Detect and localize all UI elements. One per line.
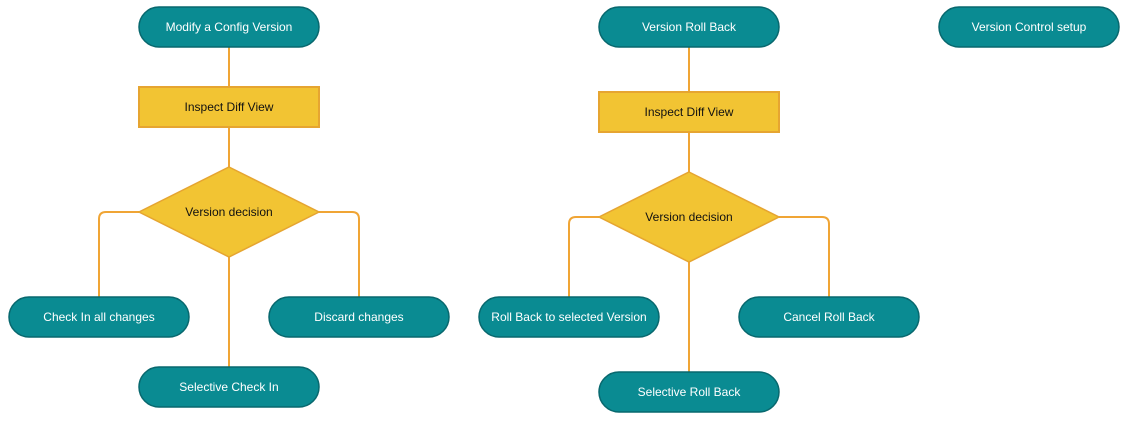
node-inspect-diff-view-2[interactable]: Inspect Diff View	[598, 91, 780, 133]
svg-text:Version Control setup: Version Control setup	[972, 20, 1087, 34]
node-version-decision-2[interactable]: Version decision	[597, 171, 781, 263]
node-version-decision[interactable]: Version decision	[137, 166, 321, 258]
svg-text:Inspect Diff View: Inspect Diff View	[645, 105, 734, 119]
svg-text:Selective Check In: Selective Check In	[179, 380, 278, 394]
node-discard-changes[interactable]: Discard changes	[268, 296, 450, 338]
svg-text:Version decision: Version decision	[185, 205, 272, 219]
node-modify-config-version[interactable]: Modify a Config Version	[138, 6, 320, 48]
svg-text:Modify a Config Version: Modify a Config Version	[166, 20, 293, 34]
node-check-in-all-changes[interactable]: Check In all changes	[8, 296, 190, 338]
connector-decision-to-rollback-selected	[568, 216, 599, 297]
node-version-control-setup[interactable]: Version Control setup	[938, 6, 1120, 48]
svg-text:Discard changes: Discard changes	[314, 310, 403, 324]
node-inspect-diff-view[interactable]: Inspect Diff View	[138, 86, 320, 128]
node-selective-check-in[interactable]: Selective Check In	[138, 366, 320, 408]
svg-text:Check In all changes: Check In all changes	[43, 310, 154, 324]
node-cancel-roll-back[interactable]: Cancel Roll Back	[738, 296, 920, 338]
connector-decision-to-discard	[319, 211, 360, 297]
connector-decision-to-cancel-rollback	[779, 216, 830, 297]
svg-text:Version decision: Version decision	[645, 210, 732, 224]
node-version-roll-back[interactable]: Version Roll Back	[598, 6, 780, 48]
svg-text:Selective Roll Back: Selective Roll Back	[638, 385, 742, 399]
svg-text:Inspect Diff View: Inspect Diff View	[185, 100, 274, 114]
connectors-middle-flow	[568, 47, 830, 372]
node-selective-roll-back[interactable]: Selective Roll Back	[598, 371, 780, 413]
connector-decision-to-check-in-all	[98, 211, 139, 297]
connectors-left-flow	[98, 47, 360, 367]
svg-text:Version Roll Back: Version Roll Back	[642, 20, 737, 34]
svg-text:Cancel Roll Back: Cancel Roll Back	[783, 310, 875, 324]
node-roll-back-to-selected-version[interactable]: Roll Back to selected Version	[478, 296, 660, 338]
svg-text:Roll Back to selected Version: Roll Back to selected Version	[491, 310, 646, 324]
